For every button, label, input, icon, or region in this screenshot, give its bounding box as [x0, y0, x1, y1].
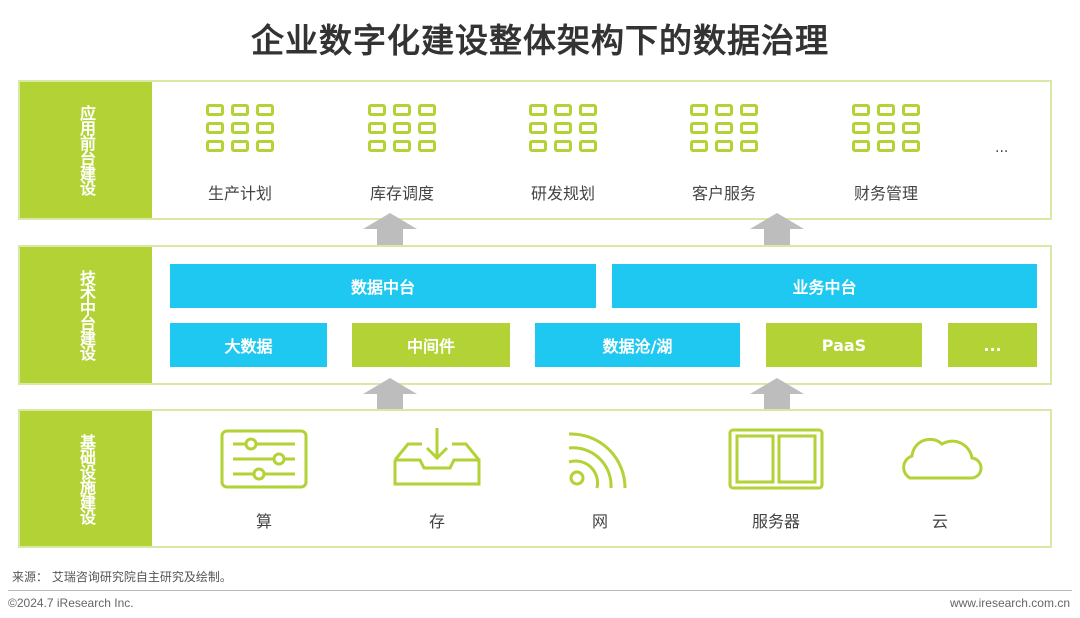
infra-layer: 基础设施建设	[18, 409, 1052, 548]
app-item-label: 财务管理	[853, 184, 918, 203]
layer-label-text: 应用前台建设	[77, 105, 96, 195]
website-link[interactable]: www.iresearch.com.cn	[949, 596, 1070, 610]
up-arrow-icon	[363, 378, 417, 412]
up-arrow-icon	[363, 213, 417, 247]
app-item: 生产计划	[180, 104, 300, 204]
app-grid-icon	[342, 104, 462, 152]
app-item: 研发规划	[503, 104, 623, 204]
app-item: 财务管理	[826, 104, 946, 204]
footer-divider	[8, 590, 1072, 591]
compute-sliders-icon	[220, 429, 308, 489]
app-item-label: 生产计划	[207, 184, 272, 203]
cloud-icon	[902, 437, 983, 480]
app-item-label: 研发规划	[530, 184, 595, 203]
up-arrow-icon	[750, 213, 804, 247]
more-box: ...	[948, 323, 1037, 367]
data-middle-platform: 数据中台	[170, 264, 596, 308]
infra-item: 云	[890, 428, 990, 532]
app-grid-icon	[826, 104, 946, 152]
layer-label-text: 技术中台建设	[77, 270, 96, 360]
layer-label: 技术中台建设	[20, 247, 152, 383]
app-grid-icon	[180, 104, 300, 152]
copyright: ©2024.7 iResearch Inc.	[8, 596, 134, 610]
app-item: 库存调度	[342, 104, 462, 204]
storage-inbox-icon	[393, 428, 481, 486]
app-layer: 应用前台建设 生产计划 库存调度 研发规划 客户服务 财务管理 ...	[18, 80, 1052, 220]
app-item: 客户服务	[664, 104, 784, 204]
page-title: 企业数字化建设整体架构下的数据治理	[251, 21, 829, 60]
infra-item-label: 服务器	[751, 512, 800, 531]
network-signal-icon	[568, 432, 627, 489]
app-grid-icon	[664, 104, 784, 152]
infra-item: 算	[214, 428, 314, 532]
app-item-label: 客户服务	[691, 184, 756, 203]
infra-item-label: 网	[591, 512, 608, 531]
infra-item: 服务器	[726, 428, 826, 532]
server-icon	[728, 428, 824, 490]
app-grid-icon	[503, 104, 623, 152]
infra-item-label: 存	[428, 512, 445, 531]
data-lake-box: 数据沧/湖	[535, 323, 740, 367]
infra-item: 存	[387, 428, 487, 532]
up-arrow-icon	[750, 378, 804, 412]
paas-box: PaaS	[766, 323, 922, 367]
layer-label: 基础设施建设	[20, 411, 152, 546]
infra-item: 网	[550, 428, 650, 532]
middleware-box: 中间件	[352, 323, 510, 367]
infra-item-label: 算	[255, 512, 272, 531]
layer-label-text: 基础设施建设	[77, 433, 96, 524]
big-data-box: 大数据	[170, 323, 327, 367]
business-middle-platform: 业务中台	[612, 264, 1037, 308]
app-more: ...	[995, 140, 1009, 156]
app-item-label: 库存调度	[369, 184, 434, 203]
layer-label: 应用前台建设	[20, 82, 152, 218]
infra-item-label: 云	[931, 512, 948, 531]
source-note: 来源： 艾瑞咨询研究院自主研究及绘制。	[12, 570, 232, 584]
